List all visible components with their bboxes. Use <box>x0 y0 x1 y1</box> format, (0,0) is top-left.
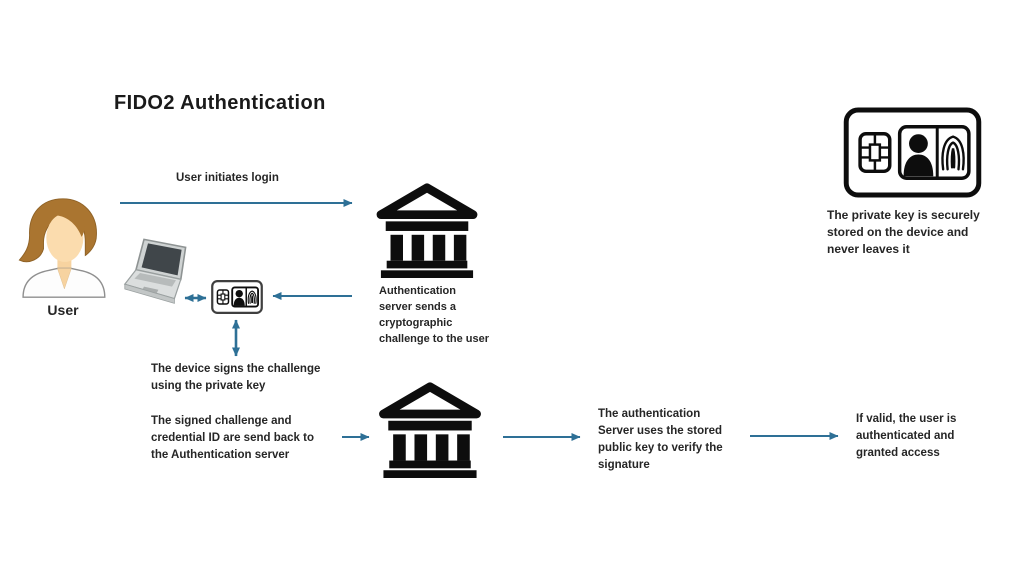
laptop-icon <box>123 238 187 304</box>
chip-icon <box>858 131 892 174</box>
fingerprint-icon <box>247 290 257 304</box>
authenticator-card-icon-small <box>211 280 263 314</box>
step-send-back-label: The signed challenge and credential ID a… <box>151 415 314 461</box>
chip-icon <box>216 289 230 305</box>
user-label: User <box>47 302 79 318</box>
user-figure-icon <box>18 198 106 298</box>
step-verify-label: The authentication Server uses the store… <box>598 408 723 471</box>
step-challenge-label: Authentication server sends a cryptograp… <box>379 285 490 345</box>
step-initiate-label: User initiates login <box>176 172 279 184</box>
page-title: FIDO2 Authentication <box>114 92 326 114</box>
bank-server-icon-top <box>376 183 478 278</box>
private-key-note: The private key is securely stored on th… <box>827 208 980 256</box>
authenticator-card-icon-large <box>843 107 982 198</box>
bank-server-icon-bottom <box>379 382 481 478</box>
fingerprint-icon <box>941 135 965 171</box>
person-icon <box>233 289 245 306</box>
person-icon <box>903 134 934 177</box>
step-grant-label: If valid, the user is authenticated and … <box>856 413 957 459</box>
step-sign-label: The device signs the challenge using the… <box>151 363 321 392</box>
